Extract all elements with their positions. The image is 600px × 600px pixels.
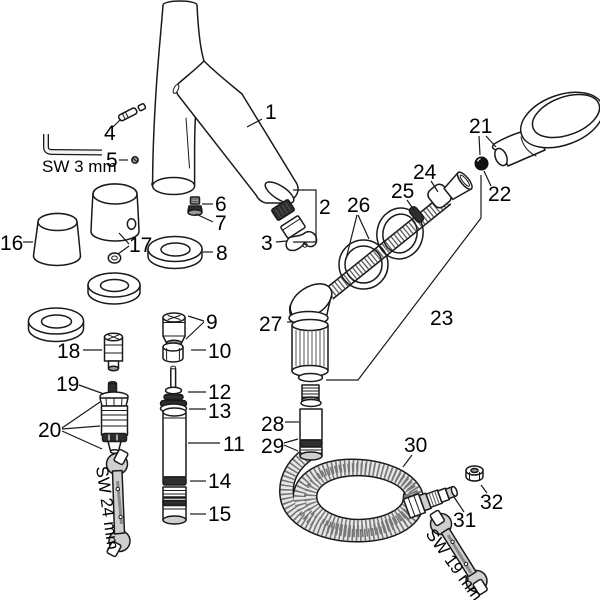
part-label-27: 27 (259, 313, 282, 336)
part-label-16: 16 (0, 232, 23, 255)
grub-screw (131, 156, 139, 164)
check-valve-9 (162, 312, 186, 347)
part-label-29: 29 (261, 435, 284, 458)
part-label-18: 18 (57, 340, 80, 363)
handle-knob-left (32, 212, 82, 267)
handle-knob-right (90, 183, 140, 242)
part-label-24: 24 (413, 161, 437, 184)
part-label-11: 11 (223, 433, 245, 456)
part-label-14: 14 (208, 470, 232, 493)
connection-pipe-23 (324, 193, 452, 300)
part-label-25: 25 (391, 180, 414, 203)
part-label-19: 19 (56, 373, 79, 396)
outlet-nipple-28-29 (299, 398, 323, 461)
part-label-22: 22 (488, 183, 511, 206)
escutcheon-ring-middle (87, 272, 141, 305)
aerator-insert (271, 199, 306, 239)
screw-set-6-7 (187, 196, 203, 217)
part-label-17: 17 (129, 234, 152, 257)
hose-fitting-31 (402, 485, 458, 519)
part-label-26: 26 (347, 194, 370, 217)
cartridge-18 (103, 332, 124, 372)
valve-stem-12 (170, 365, 177, 390)
knob-oring (107, 252, 122, 264)
part-label-21: 21 (469, 115, 492, 138)
part-label-12: 12 (208, 381, 231, 404)
seal-ring-14 (162, 476, 187, 498)
part-label-20: 20 (38, 419, 61, 442)
part-label-7: 7 (215, 212, 227, 235)
part-label-13: 13 (208, 400, 231, 423)
part-label-2: 2 (319, 196, 331, 219)
hand-shower (491, 91, 600, 167)
part-number-labels: 1 2 3 4 5 6 7 8 9 10 11 12 13 14 15 16 1… (0, 101, 511, 532)
part-label-6: 6 (215, 193, 227, 216)
riser-tube-11 (162, 407, 187, 478)
part-label-15: 15 (208, 503, 231, 526)
shower-hose (279, 445, 425, 543)
allen-key (43, 134, 103, 156)
allen-key-size-label: SW 3 mm (42, 157, 117, 176)
cartridge-19-20 (99, 380, 129, 455)
part-label-32: 32 (480, 491, 503, 514)
part-label-31: 31 (453, 509, 476, 532)
open-end-wrench-24 (105, 448, 131, 558)
part-label-23: 23 (430, 307, 453, 330)
part-label-30: 30 (404, 434, 427, 457)
part-label-9: 9 (206, 311, 218, 334)
large-oring-26b (376, 207, 424, 260)
pipe-cone-end (443, 171, 473, 201)
part-label-8: 8 (216, 242, 228, 265)
escutcheon-ring-8 (147, 235, 203, 270)
part-label-10: 10 (208, 340, 231, 363)
fixing-pin (117, 103, 147, 122)
part-label-1: 1 (265, 101, 277, 124)
large-oring-26a (338, 239, 389, 290)
leader-lines (23, 118, 497, 515)
valve-nut-10 (162, 342, 184, 363)
part-label-3: 3 (261, 232, 273, 255)
escutcheon-ring-lower (27, 307, 85, 343)
hex-nut-32 (465, 465, 484, 482)
part-label-4: 4 (104, 122, 116, 145)
diverter-valve-27 (288, 283, 333, 404)
dark-oring-25 (408, 206, 425, 223)
aerator-clip (285, 231, 318, 252)
filter-seal-dot (474, 156, 489, 171)
base-piece-15 (162, 497, 187, 525)
part-label-28: 28 (261, 413, 284, 436)
spout-body (151, 0, 299, 204)
part-label-5: 5 (106, 149, 118, 172)
open-end-wrench-19 (429, 509, 488, 596)
